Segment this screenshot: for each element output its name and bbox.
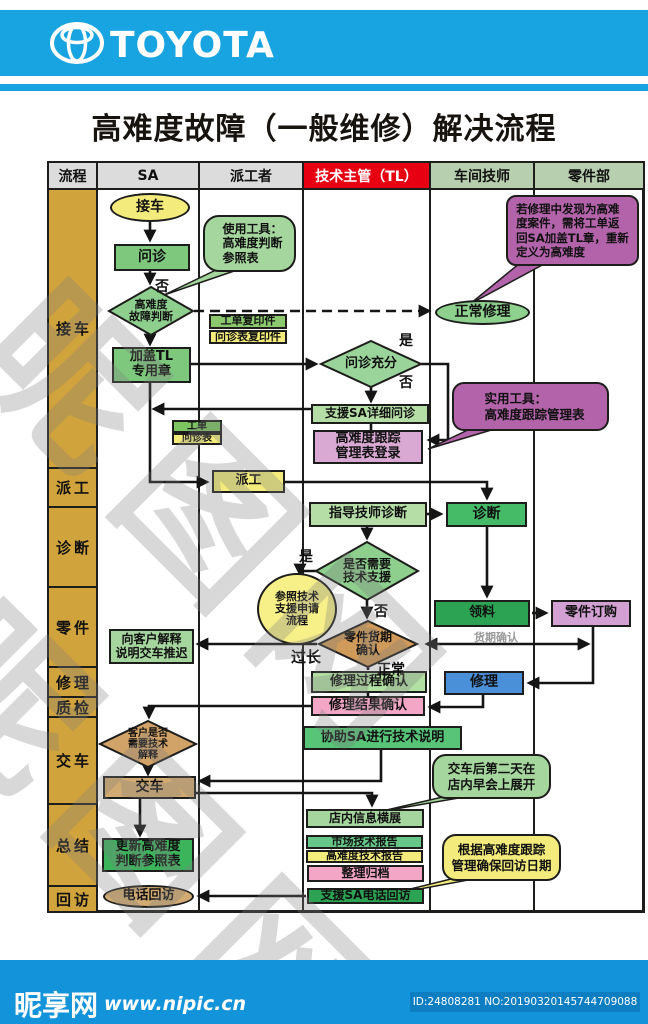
node-store-info-share: 店内信息横展 bbox=[306, 809, 424, 828]
banner-stripe bbox=[0, 84, 648, 91]
bubble-tail bbox=[427, 427, 499, 450]
node-phone-callback: 电话回访 bbox=[103, 885, 194, 908]
edge-label-no: 否 bbox=[374, 604, 388, 620]
node-explain-delay: 向客户解释 说明交车推迟 bbox=[109, 629, 194, 664]
node-deliver-car: 交车 bbox=[103, 776, 196, 799]
column-divider bbox=[198, 161, 200, 911]
bubble-morning-meeting: 交车后第二天在 店内早会上展开 bbox=[432, 754, 551, 799]
node-inquiry-sufficient: 问诊充分 bbox=[344, 355, 397, 371]
toyota-banner bbox=[0, 10, 648, 76]
node-get-parts: 领料 bbox=[434, 600, 530, 627]
edge-label-yes: 是 bbox=[399, 333, 413, 349]
row-label-repair: 修理 bbox=[49, 668, 96, 698]
node-parts-order: 零件订购 bbox=[551, 600, 631, 627]
page-title: 高难度故障（一般维修）解决流程 bbox=[91, 112, 557, 147]
node-inquiry-form: 问诊表 bbox=[172, 433, 222, 445]
edge-label-no: 否 bbox=[399, 375, 413, 391]
toyota-wordmark: TOYOTA bbox=[110, 25, 275, 66]
diamond-parts-delivery-confirm bbox=[316, 619, 420, 669]
row-label-dispatch: 派工 bbox=[49, 469, 96, 508]
row-label-qc: 质检 bbox=[49, 698, 96, 718]
toyota-logo-icon bbox=[50, 22, 104, 64]
node-support-sa-detail-inquiry: 支援SA详细问诊 bbox=[311, 404, 429, 424]
node-work-order-copy: 工单复印件 bbox=[209, 314, 287, 329]
node-dispatch: 派工 bbox=[212, 470, 285, 493]
bubble-redefine-note: 若修理中发现为高难 度案件，需将工单返 回SA加盖TL章，重新 定义为高难度 bbox=[506, 195, 639, 266]
footer-image-id: ID:24808281 NO:20190320145744709088 bbox=[410, 992, 640, 1012]
node-repair: 修理 bbox=[444, 671, 524, 695]
node-stamp-tl-seal: 加盖TL 专用章 bbox=[112, 347, 191, 383]
node-normal-repair: 正常修理 bbox=[435, 300, 530, 325]
node-repair-result-confirm: 修理结果确认 bbox=[311, 696, 425, 716]
edge-label-yes: 是 bbox=[299, 549, 313, 565]
footer-site-url: www.nipic.cn bbox=[104, 993, 247, 1015]
node-tracking-table-register: 高难度跟踪 管理表登录 bbox=[313, 430, 423, 464]
node-update-reference-table: 更新高难度 判断参照表 bbox=[102, 838, 194, 872]
column-header-parts-dept: 零件部 bbox=[533, 161, 645, 190]
node-customer-need-explain: 客户是否 需要技术 解释 bbox=[128, 727, 168, 761]
bubble-callback-date: 根据高难度跟踪 管理确保回访日期 bbox=[442, 834, 561, 881]
row-label-parts: 零件 bbox=[49, 588, 96, 668]
node-receive-car: 接车 bbox=[110, 193, 190, 222]
node-inquiry: 问诊 bbox=[114, 244, 190, 271]
node-work-order: 工单 bbox=[172, 420, 222, 433]
bubble-practical-tool: 实用工具： 高难度跟踪管理表 bbox=[452, 382, 609, 431]
diamond-inquiry-sufficient bbox=[318, 339, 424, 389]
node-assist-sa-tech-explain: 协助SA进行技术说明 bbox=[303, 726, 462, 750]
node-inquiry-form-copy: 问诊表复印件 bbox=[209, 330, 287, 344]
row-label-summary: 总结 bbox=[49, 805, 96, 887]
column-header-sa: SA bbox=[96, 161, 200, 190]
node-parts-delivery-confirm: 零件货期 确认 bbox=[343, 629, 392, 657]
bubble-tail bbox=[469, 262, 547, 305]
column-header-process: 流程 bbox=[47, 161, 98, 190]
edge-label-no: 否 bbox=[155, 279, 169, 295]
row-label-delivery: 交车 bbox=[49, 718, 96, 805]
diamond-customer-need-explain bbox=[97, 719, 199, 769]
column-header-dispatcher: 派工者 bbox=[198, 161, 304, 190]
column-divider bbox=[429, 161, 431, 911]
column-divider bbox=[533, 161, 535, 911]
column-divider bbox=[302, 161, 304, 911]
node-archive: 整理归档 bbox=[307, 865, 424, 882]
node-high-difficulty-judge: 高难度 故障判断 bbox=[129, 297, 173, 323]
column-header-tl: 技术主管（TL） bbox=[302, 161, 431, 190]
edge-label-delivery-confirm: 货期确认 bbox=[474, 631, 518, 644]
node-repair-process-confirm: 修理过程确认 bbox=[311, 671, 427, 693]
row-label-callback: 回访 bbox=[49, 887, 96, 911]
column-header-technician: 车间技师 bbox=[429, 161, 535, 190]
node-need-tech-support: 是否需要 技术支援 bbox=[342, 556, 391, 584]
bubble-use-tool: 使用工具： 高难度判断 参照表 bbox=[203, 215, 296, 272]
node-refer-support-process: 参照技术 支援申请 流程 bbox=[257, 573, 337, 645]
node-diagnosis: 诊断 bbox=[446, 502, 527, 527]
row-label-diagnosis: 诊断 bbox=[49, 508, 96, 588]
footer-site-name: 昵享网 bbox=[14, 989, 99, 1022]
node-guide-technician-diagnosis: 指导技师诊断 bbox=[309, 502, 427, 527]
node-market-tech-report: 市场技术报告 bbox=[306, 835, 423, 849]
node-support-sa-phone-callback: 支援SA电话回访 bbox=[307, 888, 424, 904]
edge-label-too-long: 过长 bbox=[291, 648, 322, 666]
column-divider bbox=[96, 161, 98, 911]
edge-label-normal: 正常 bbox=[377, 662, 405, 678]
diamond-need-tech-support bbox=[313, 540, 421, 602]
row-label-receive: 接车 bbox=[49, 190, 96, 469]
diamond-high-difficulty-judge bbox=[106, 285, 196, 337]
node-high-difficulty-tech-report: 高难度技术报告 bbox=[306, 850, 423, 863]
